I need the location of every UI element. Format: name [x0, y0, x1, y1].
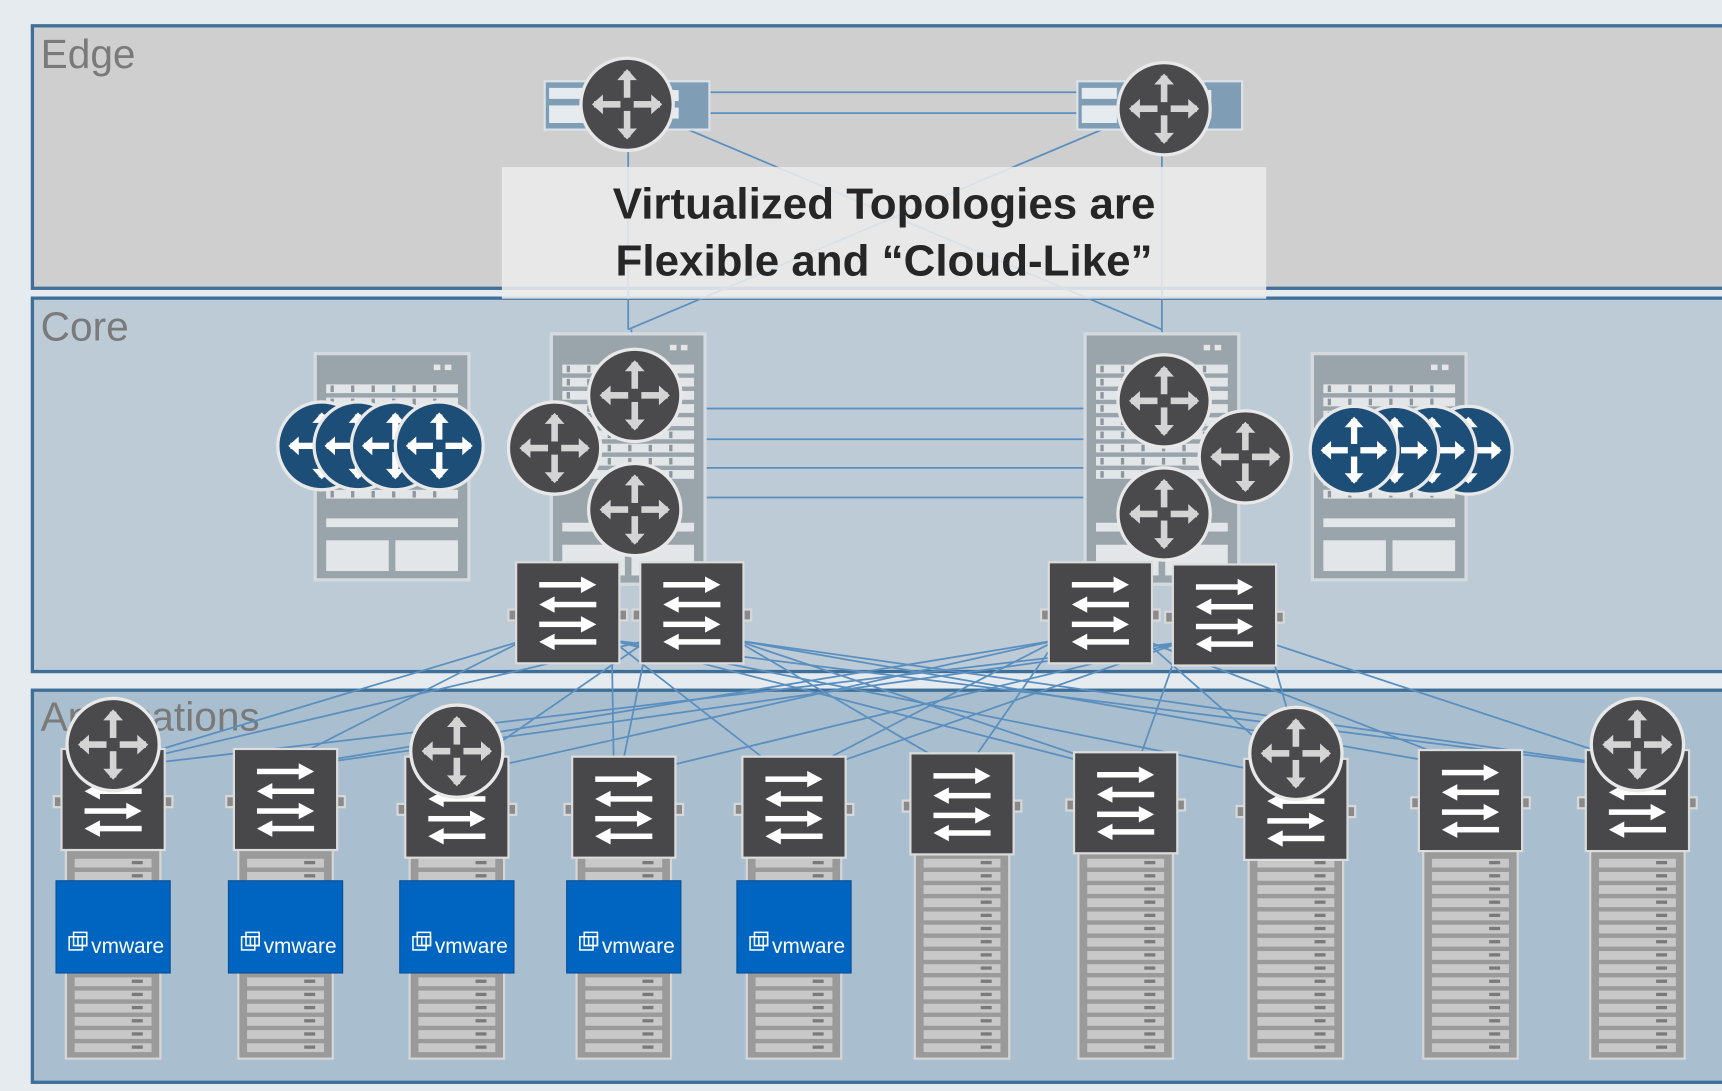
title-line-1: Virtualized Topologies are	[612, 180, 1156, 229]
vmware-host: vmware	[227, 880, 344, 974]
core-router	[1197, 409, 1294, 505]
core-router	[506, 400, 603, 496]
server-rack	[1247, 844, 1345, 1060]
routers	[65, 56, 1686, 802]
title-line-2: Flexible and “Cloud-Like”	[615, 237, 1153, 286]
vmware-logo-icon	[68, 931, 88, 951]
link-line	[1268, 641, 1648, 769]
vmware-logo-icon	[579, 931, 599, 951]
link-line	[611, 639, 1628, 769]
edge-router	[579, 56, 675, 153]
core-switch	[1039, 561, 1161, 665]
app-router	[1248, 705, 1344, 802]
core-router	[586, 461, 683, 558]
core-router	[1116, 466, 1212, 562]
link-line	[102, 639, 525, 768]
server-rack	[1077, 844, 1174, 1060]
server-rack	[1422, 844, 1519, 1060]
virtual-router	[1308, 404, 1400, 496]
vmware-logo-icon	[412, 931, 432, 951]
vmware-label: vmware	[264, 935, 337, 958]
link-line	[735, 639, 1123, 771]
access-switch	[1065, 751, 1187, 855]
access-switch	[1410, 748, 1531, 853]
app-router	[1589, 696, 1686, 793]
link-line	[459, 639, 1057, 776]
server-rack	[1589, 844, 1686, 1060]
link-line	[735, 639, 1635, 769]
core-zone-label: Core	[40, 304, 129, 350]
core-chassis-group	[313, 80, 1468, 586]
link-line	[275, 639, 525, 768]
core-router	[586, 347, 683, 444]
access-switch	[733, 755, 855, 859]
edge-zone-label: Edge	[40, 31, 136, 77]
vmware-host: vmware	[566, 880, 682, 974]
edge-router	[1116, 60, 1212, 157]
access-switch	[901, 752, 1023, 856]
core-switch	[507, 561, 629, 665]
core-switch	[1164, 563, 1285, 667]
vmware-logo-icon	[749, 931, 769, 951]
vmware-host: vmware	[736, 880, 852, 974]
vmware-logo-icon	[240, 931, 260, 951]
link-line	[735, 639, 1468, 769]
vmware-label: vmware	[91, 935, 164, 958]
vmware-label: vmware	[602, 935, 675, 958]
core-switch	[631, 561, 753, 665]
link-line	[735, 639, 960, 772]
virtual-router	[393, 400, 485, 492]
access-switch	[225, 747, 346, 852]
title-banner: Virtualized Topologies are Flexible and …	[501, 166, 1267, 299]
app-router	[65, 696, 161, 793]
core-router	[1116, 353, 1212, 449]
link-line	[122, 641, 1181, 768]
vmware-label: vmware	[435, 935, 508, 958]
vmware-hosts: vmware vmware vmware vmware vmware	[55, 880, 852, 974]
switches	[52, 561, 1698, 861]
server-rack	[913, 844, 1011, 1060]
access-switch	[563, 755, 685, 859]
vmware-label: vmware	[772, 935, 845, 958]
app-router	[409, 703, 505, 799]
vmware-host: vmware	[399, 880, 515, 974]
vmware-host: vmware	[55, 880, 171, 974]
